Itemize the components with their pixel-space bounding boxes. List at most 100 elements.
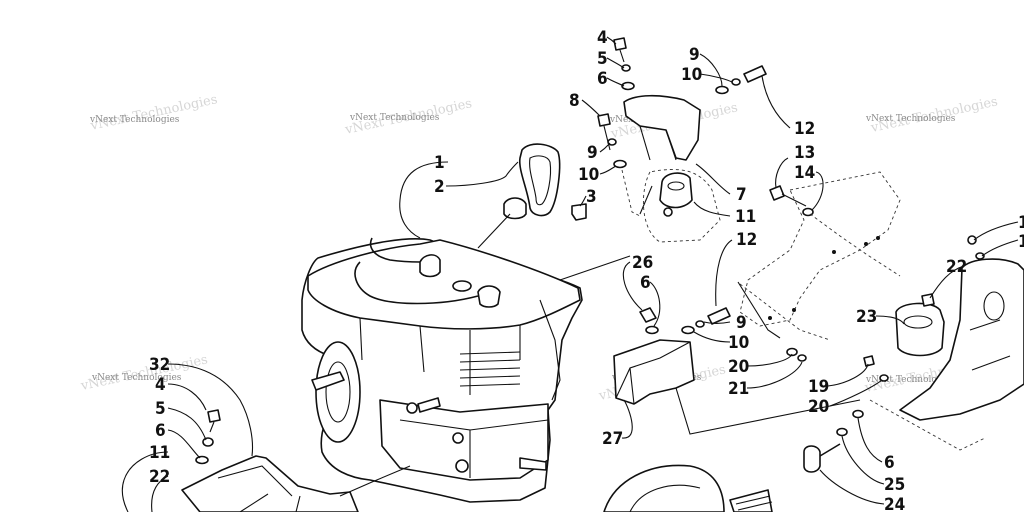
lock-washer <box>695 320 705 328</box>
guide-line <box>869 399 986 451</box>
crankcase-edges <box>399 419 549 478</box>
pivot-pin-head <box>803 445 821 473</box>
callout-label: 20 <box>728 357 749 377</box>
drive-clutch <box>603 464 725 512</box>
callout-label: 23 <box>856 307 877 327</box>
callout-label: 6 <box>155 421 166 441</box>
callout-label: 21 <box>728 379 749 399</box>
flat-washer <box>195 455 209 465</box>
callout-label: 6 <box>640 273 651 293</box>
bolt-head <box>597 113 611 127</box>
bolt-shank <box>209 421 215 433</box>
callout-label: 5 <box>155 399 166 419</box>
lock-washer <box>879 374 889 382</box>
bolt <box>707 307 731 325</box>
callout-label: 11 <box>735 207 756 227</box>
hole <box>876 236 880 240</box>
callout-label: 25 <box>884 475 905 495</box>
watermark-text: vNext Technologies <box>89 115 180 125</box>
callout-label: 10 <box>578 165 599 185</box>
fuel-shutoff-valve <box>477 285 501 308</box>
watermark-text: vNext Technologies <box>349 113 440 123</box>
side-bracket <box>899 258 1024 421</box>
guide-line <box>675 387 861 435</box>
guide-line <box>739 283 831 341</box>
nut <box>967 235 977 245</box>
callout-label: 8 <box>569 91 580 111</box>
callout-label: 12 <box>736 230 757 250</box>
callout-label: 1 <box>1018 232 1024 252</box>
starter-handle-knob <box>503 197 527 220</box>
watermark-text: vNext Technologies <box>865 114 956 124</box>
callout-label: 5 <box>597 49 608 69</box>
recoil-starter-inner <box>325 361 351 423</box>
callout-label: 11 <box>149 443 170 463</box>
callout-label: 9 <box>689 45 700 65</box>
lock-washer <box>621 64 631 72</box>
bolt-shank <box>619 49 625 63</box>
callout-label: 9 <box>736 313 747 333</box>
callout-label: 13 <box>794 143 815 163</box>
bolt-head <box>207 409 221 423</box>
lower-left-mount-group <box>181 409 411 512</box>
spark-plug <box>417 397 441 413</box>
callout-label: 19 <box>808 377 829 397</box>
callout-label: 10 <box>681 65 702 85</box>
washer <box>836 427 848 437</box>
guide-line <box>639 185 653 215</box>
callout-label: 1 <box>1018 213 1024 233</box>
pivot-pin <box>819 443 841 457</box>
guide-line <box>339 465 411 497</box>
fuel-line-upper <box>369 237 421 263</box>
bolt-head <box>613 37 627 51</box>
callout-label: 24 <box>884 495 905 512</box>
engine-edge <box>539 299 561 401</box>
callout-label: 32 <box>149 355 170 375</box>
guide-line <box>621 169 641 217</box>
lock-washer <box>731 78 741 86</box>
fuel-line <box>354 261 479 305</box>
bolt <box>455 459 469 473</box>
callout-label: 10 <box>728 333 749 353</box>
frame-plate <box>739 171 901 327</box>
front-mount-group <box>559 255 861 435</box>
rubber-mount-top <box>903 315 933 329</box>
muffler-pipe <box>311 371 345 391</box>
starter-handle-grip <box>529 155 552 206</box>
bolt-head <box>769 185 785 201</box>
washer <box>786 347 798 357</box>
callout-label: 26 <box>632 253 653 273</box>
guide-line <box>737 281 781 339</box>
callout-label: 12 <box>794 119 815 139</box>
flat-washer <box>681 325 695 335</box>
flat-washer <box>613 159 627 169</box>
clutch-rim <box>629 484 701 512</box>
callout-label: 22 <box>149 467 170 487</box>
isolator-outline <box>642 169 721 243</box>
bolt <box>406 402 418 414</box>
clutch-group <box>603 464 773 512</box>
callout-label: 4 <box>155 375 166 395</box>
upper-mount-group <box>597 37 767 243</box>
guide-line <box>809 213 901 277</box>
bracket-hole <box>983 291 1005 321</box>
callout-label: 2 <box>434 177 445 197</box>
callout-label: 9 <box>587 143 598 163</box>
isolator-top <box>667 181 685 191</box>
callout-label: 7 <box>736 185 747 205</box>
bolt <box>743 65 767 83</box>
bolt-shank <box>603 125 611 151</box>
spring-coils <box>735 495 773 511</box>
washer <box>852 409 864 419</box>
callout-label: 20 <box>808 397 829 417</box>
callout-label: 14 <box>794 163 815 183</box>
watermark-shadow: vNext Technologies <box>88 92 218 134</box>
callout-label: 1 <box>434 153 445 173</box>
callout-label: 27 <box>602 429 623 449</box>
right-mount-group <box>739 235 1024 473</box>
cooling-fins <box>459 351 521 387</box>
rubber-mount <box>895 302 945 357</box>
fuel-cap <box>452 280 472 292</box>
